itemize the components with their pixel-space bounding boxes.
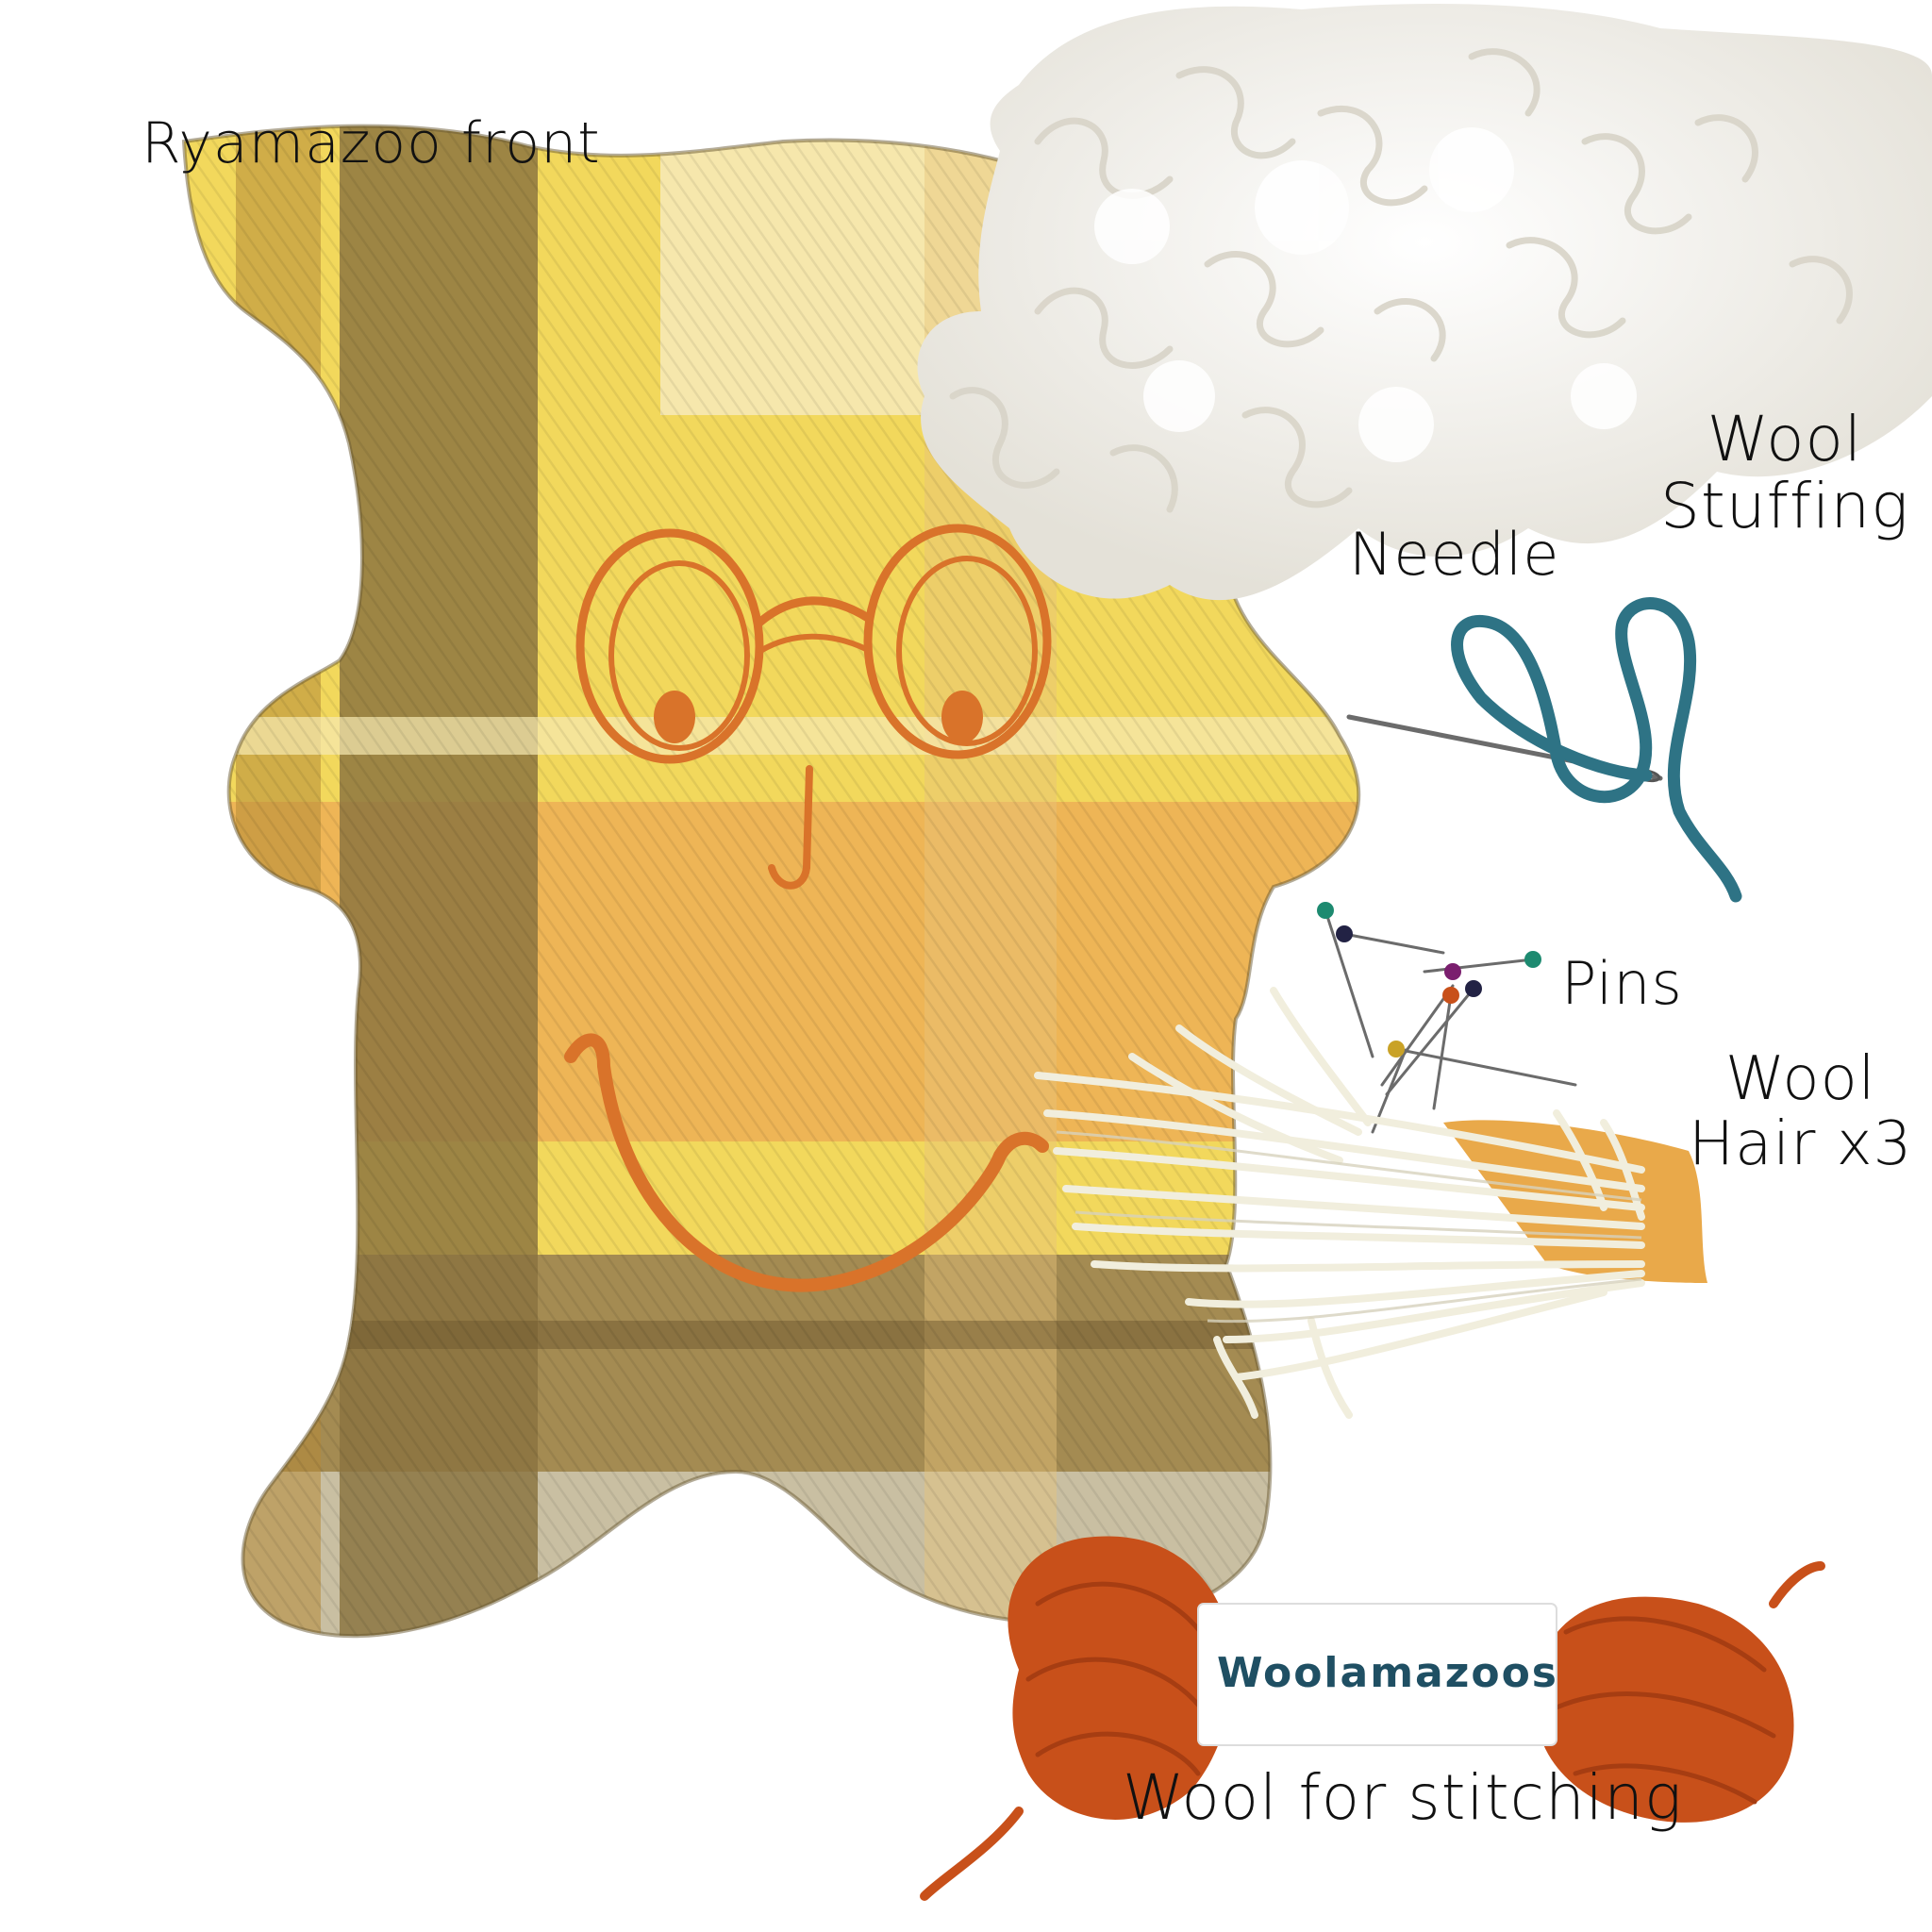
needle-icon bbox=[1346, 597, 1742, 903]
label-wool-for-stitching: Wool for stitching bbox=[1123, 1761, 1683, 1834]
label-ryamazoo-front: Ryamazoo front bbox=[142, 110, 601, 176]
orange-yarn-skein-icon bbox=[920, 1536, 1825, 1901]
wool-hair-bundle-icon bbox=[1034, 987, 1707, 1419]
label-pins: Pins bbox=[1561, 949, 1683, 1018]
nose-icon bbox=[768, 765, 813, 890]
left-eye-icon bbox=[654, 691, 695, 743]
glasses-icon bbox=[575, 524, 1052, 764]
label-wool-hair: Wool Hair x3 bbox=[1689, 1044, 1913, 1180]
brand-tag-text: Woolamazoos bbox=[1217, 1649, 1558, 1697]
brand-tag bbox=[1197, 1603, 1557, 1746]
label-wool-stuffing: Wool Stuffing bbox=[1660, 403, 1909, 543]
smile-icon bbox=[564, 1033, 1049, 1292]
wool-stuffing-icon bbox=[917, 4, 1932, 601]
teal-thread-icon bbox=[1451, 597, 1742, 903]
pins-icon bbox=[1317, 902, 1577, 1134]
embroidered-face bbox=[564, 524, 1052, 1292]
label-needle: Needle bbox=[1349, 520, 1560, 589]
right-eye-icon bbox=[941, 691, 983, 743]
